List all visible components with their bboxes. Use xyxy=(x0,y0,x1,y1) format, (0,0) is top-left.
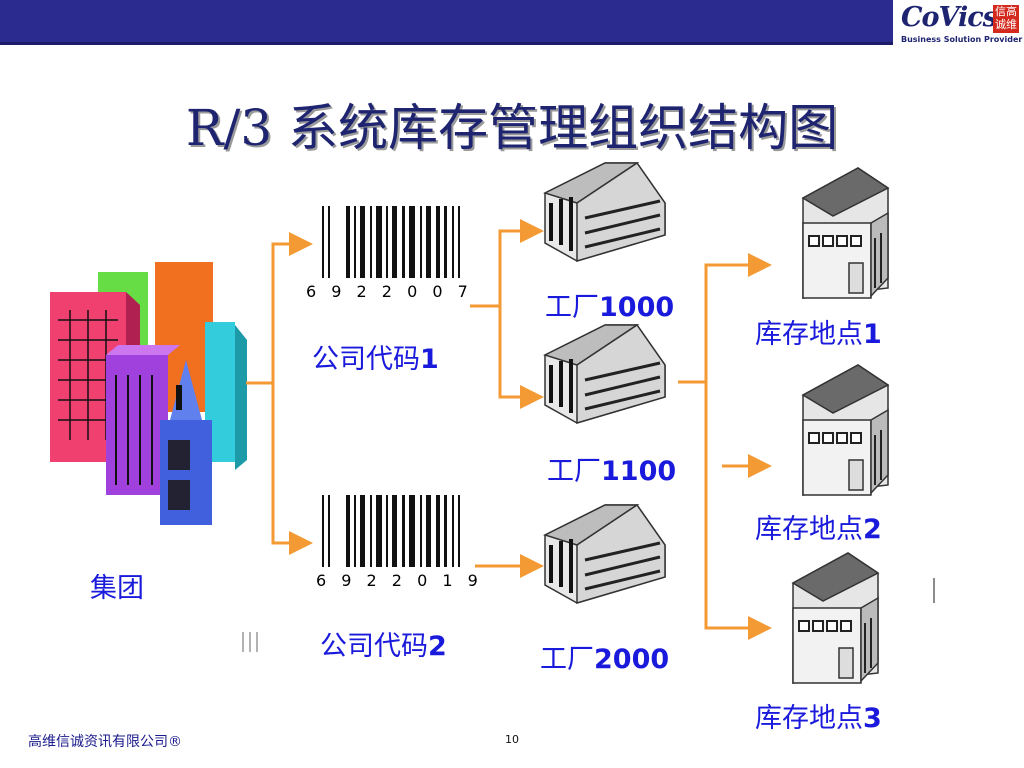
footer-company: 高维信诚资讯有限公司® xyxy=(28,734,182,750)
plant-label-1: 工厂1000 xyxy=(545,285,674,324)
barcode-number-2: 6 9 2 2 0 1 9 xyxy=(316,571,483,590)
company-code-label-1: 公司代码1 xyxy=(312,337,439,376)
page-title: R/3 系统库存管理组织结构图 xyxy=(185,99,839,157)
company-code-label-2: 公司代码2 xyxy=(320,624,447,663)
barcode-icon-2 xyxy=(322,495,460,567)
artifact-marks xyxy=(242,578,935,652)
label-number: 3 xyxy=(863,703,882,734)
factory-icon-3 xyxy=(543,503,667,605)
barcode-number-1: 6 9 2 2 0 0 7 xyxy=(306,282,473,301)
connector-lines xyxy=(246,219,772,640)
label-number: 2000 xyxy=(594,644,670,675)
warehouse-icon-2 xyxy=(802,364,889,496)
label-text: 公司代码 xyxy=(320,631,428,662)
label-text: 库存地点 xyxy=(755,319,863,350)
logo-text: CoVics xyxy=(901,2,998,33)
storage-location-label-1: 库存地点1 xyxy=(755,312,882,351)
label-text: 工厂 xyxy=(547,456,601,487)
label-text: 工厂 xyxy=(540,644,594,675)
logo-seal: 信高诚维 xyxy=(993,5,1019,33)
warehouse-icon-3 xyxy=(792,552,879,684)
logo-tagline: Business Solution Provider xyxy=(901,35,1023,44)
company-logo: CoVics 信高诚维 Business Solution Provider xyxy=(895,0,1024,46)
label-number: 1 xyxy=(863,319,882,350)
label-text: 工厂 xyxy=(545,292,599,323)
page-number: 10 xyxy=(505,733,519,746)
group-buildings-icon xyxy=(50,262,247,525)
label-number: 1 xyxy=(420,344,439,375)
warehouse-icon-1 xyxy=(802,167,889,299)
header-bar xyxy=(0,0,893,45)
label-number: 2 xyxy=(863,514,882,545)
label-text: 库存地点 xyxy=(755,514,863,545)
label-number: 1100 xyxy=(601,456,677,487)
label-number: 1000 xyxy=(599,292,675,323)
label-number: 2 xyxy=(428,631,447,662)
barcode-icon-1 xyxy=(322,206,460,278)
plant-label-3: 工厂2000 xyxy=(540,637,669,676)
storage-location-label-3: 库存地点3 xyxy=(755,696,882,735)
factory-icon-2 xyxy=(543,323,667,425)
storage-location-label-2: 库存地点2 xyxy=(755,507,882,546)
factory-icon-1 xyxy=(543,161,667,263)
label-text: 库存地点 xyxy=(755,703,863,734)
group-label: 集团 xyxy=(90,573,144,604)
plant-label-2: 工厂1100 xyxy=(547,449,676,488)
label-text: 公司代码 xyxy=(312,344,420,375)
